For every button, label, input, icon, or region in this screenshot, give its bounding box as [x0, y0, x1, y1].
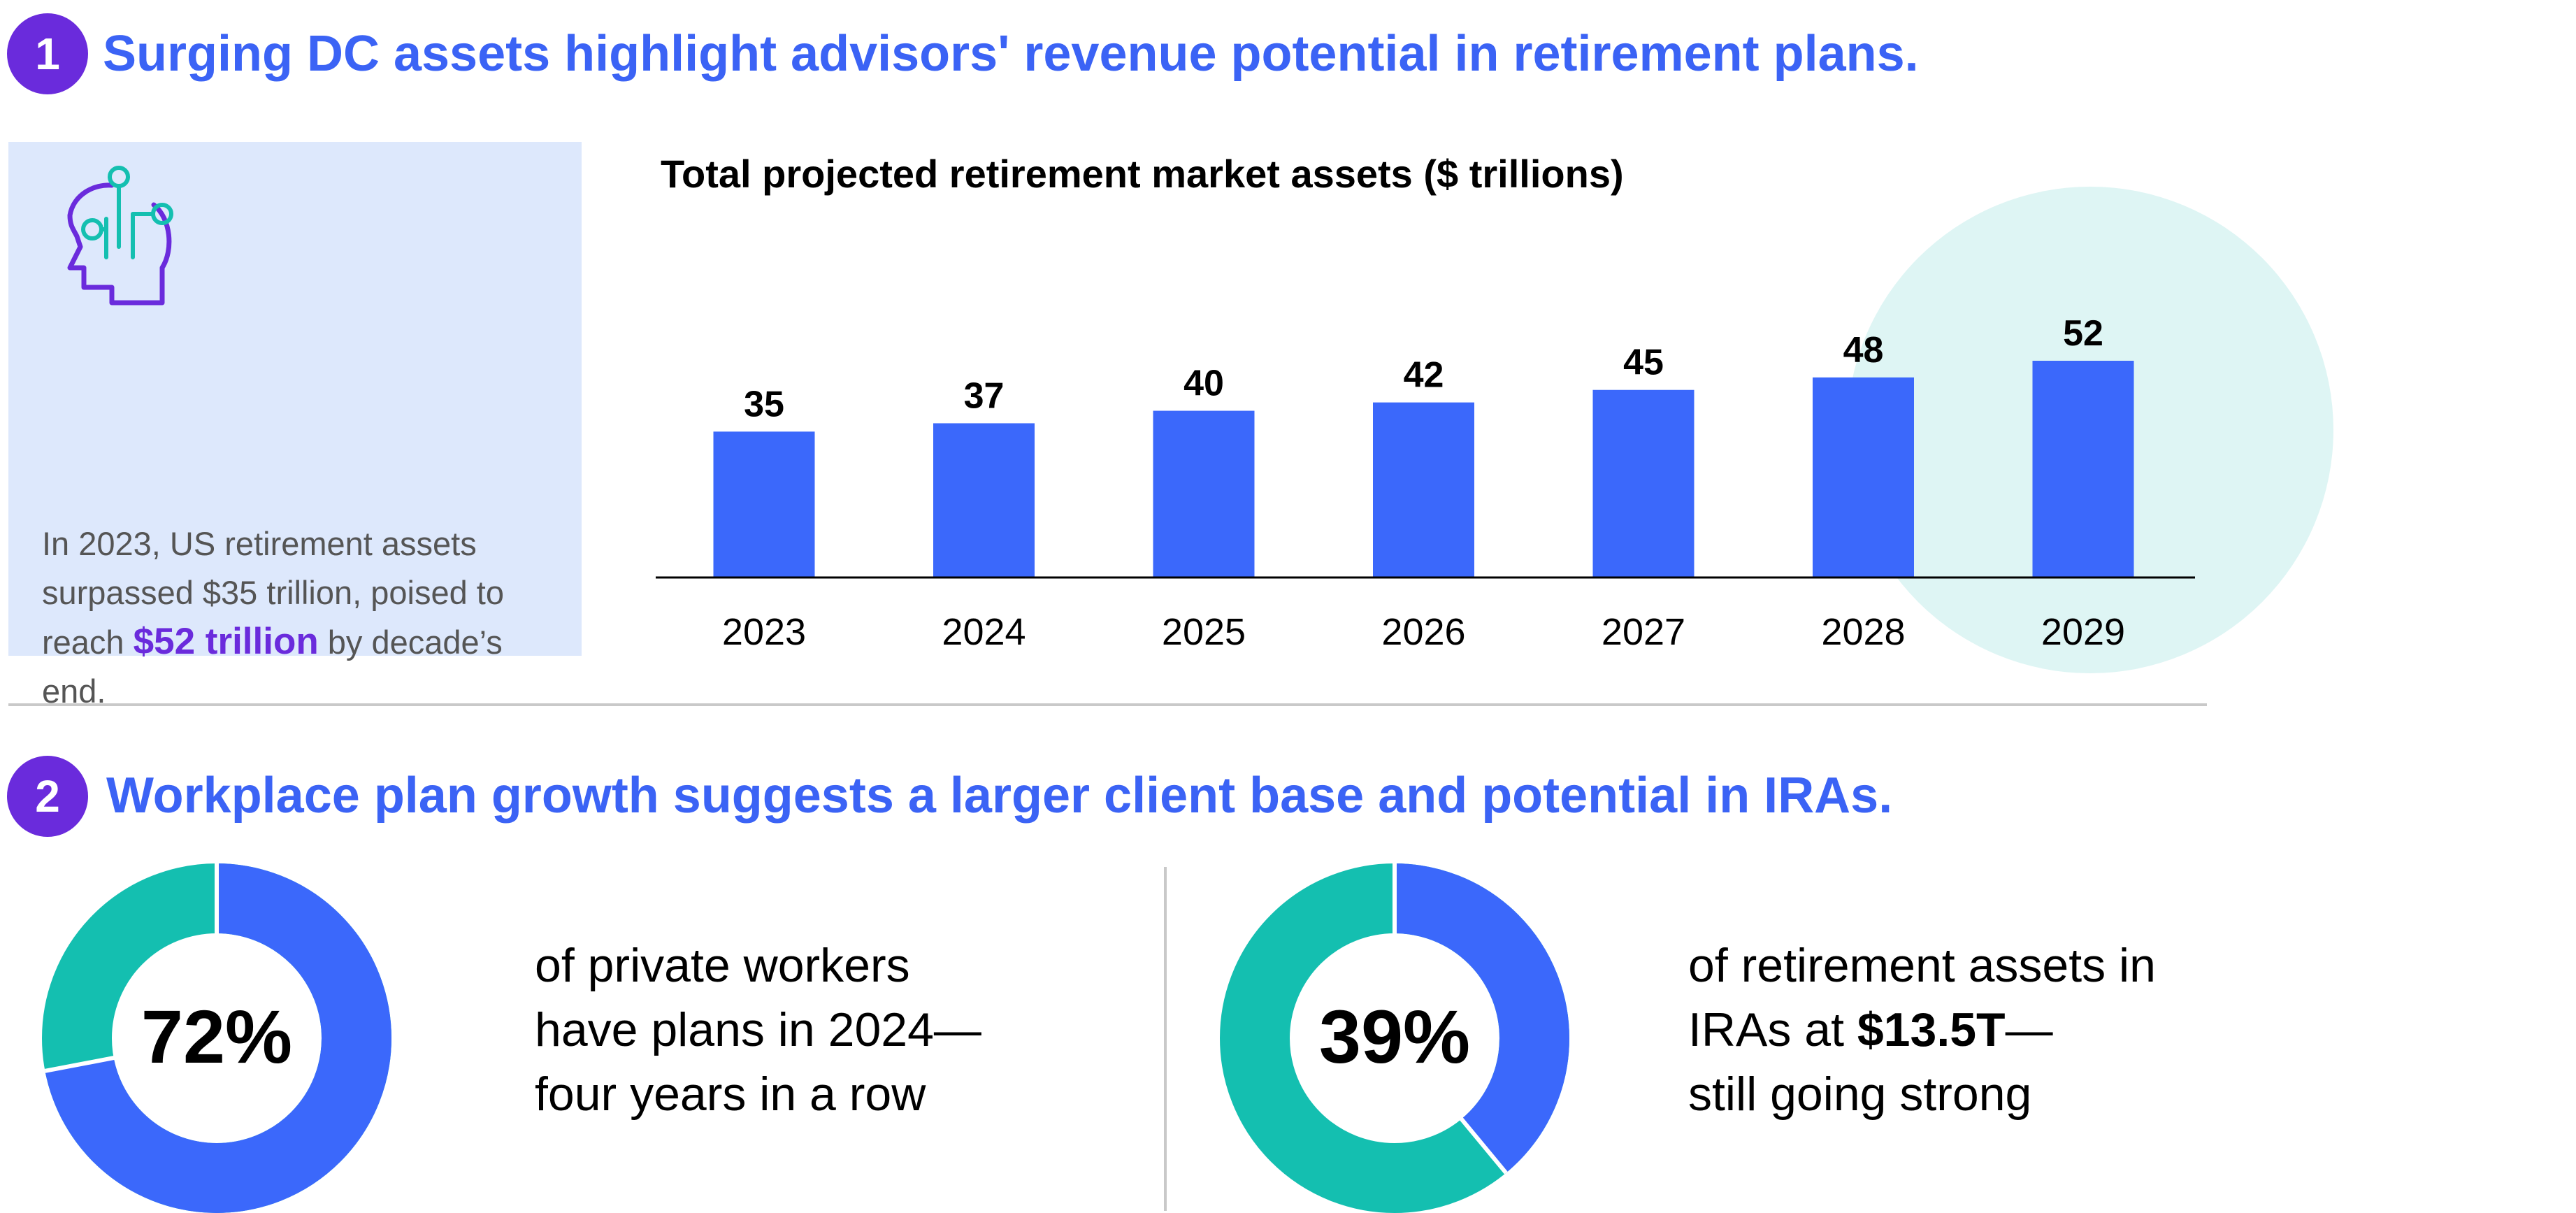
donut-1-gap-end: [44, 1055, 116, 1073]
section-divider: [8, 703, 2207, 706]
stat-2-ira-amount: $13.5T: [1857, 1003, 2006, 1056]
chart-title: Total projected retirement market assets…: [661, 152, 1624, 196]
data-label-2028: 48: [1843, 330, 1884, 371]
section-2-number-badge: 2: [7, 756, 88, 837]
section-1-number-badge: 1: [7, 13, 88, 94]
donut-1-value-label: 72%: [141, 994, 292, 1079]
bar-2023: [713, 431, 815, 577]
data-label-2029: 52: [2063, 313, 2103, 354]
data-label-2025: 40: [1183, 364, 1224, 404]
data-label-2027: 45: [1623, 343, 1664, 383]
tick-label-2024: 2024: [942, 611, 1026, 653]
tick-label-2023: 2023: [722, 611, 806, 653]
info-text-intro: In 2023, US retirement assets surpassed …: [42, 525, 505, 661]
info-card: In 2023, US retirement assets surpassed …: [8, 142, 582, 710]
section-2-heading: Workplace plan growth suggests a larger …: [106, 768, 1893, 824]
stat-2-line-3: still going strong: [1688, 1068, 2032, 1121]
tick-label-2027: 2027: [1602, 611, 1685, 653]
stat-2-line-2: IRAs at $13.5T—: [1688, 998, 2156, 1062]
stat-2-line-2-dash: —: [2005, 1003, 2053, 1056]
bar-chart: 35 2023 37 2024 40 2025 42 2026 45 2027 48 2028 52 20…: [656, 187, 2333, 673]
bar-2027: [1592, 389, 1694, 577]
tick-label-2028: 2028: [1821, 611, 1905, 653]
tick-label-2029: 2029: [2041, 611, 2125, 653]
stat-2-line-1: of retirement assets in: [1688, 939, 2156, 992]
bar-2029: [2032, 361, 2134, 577]
data-label-2024: 37: [964, 375, 1005, 416]
bar-2026: [1373, 402, 1474, 577]
bar-2024: [933, 423, 1035, 577]
private-workers-stat-text: of private workers have plans in 2024— f…: [535, 933, 981, 1126]
info-text-highlight: $52 trillion: [133, 621, 319, 662]
tick-label-2026: 2026: [1381, 611, 1465, 653]
stats-divider: [1164, 867, 1167, 1211]
data-label-2026: 42: [1404, 355, 1444, 396]
head-circuit-icon: [67, 166, 173, 306]
ira-assets-donut: 39%: [1220, 863, 1569, 1213]
bar-2028: [1813, 377, 1914, 577]
private-workers-donut: 72%: [42, 863, 391, 1213]
ira-assets-stat-text: of retirement assets in IRAs at $13.5T— …: [1688, 933, 2156, 1126]
section-1-heading: Surging DC assets highlight advisors' re…: [103, 26, 1919, 82]
data-label-2023: 35: [744, 384, 784, 424]
donut-2-value-label: 39%: [1319, 994, 1470, 1079]
tick-label-2025: 2025: [1162, 611, 1246, 653]
stat-1-line-1: of private workers: [535, 939, 910, 992]
stat-1-line-3: four years in a row: [535, 1068, 926, 1121]
stat-1-line-2: have plans in 2024—: [535, 1003, 981, 1056]
stat-2-line-2-text: IRAs at: [1688, 1003, 1857, 1056]
bar-2025: [1153, 410, 1255, 577]
donut-2-gap-end: [1459, 1117, 1508, 1175]
